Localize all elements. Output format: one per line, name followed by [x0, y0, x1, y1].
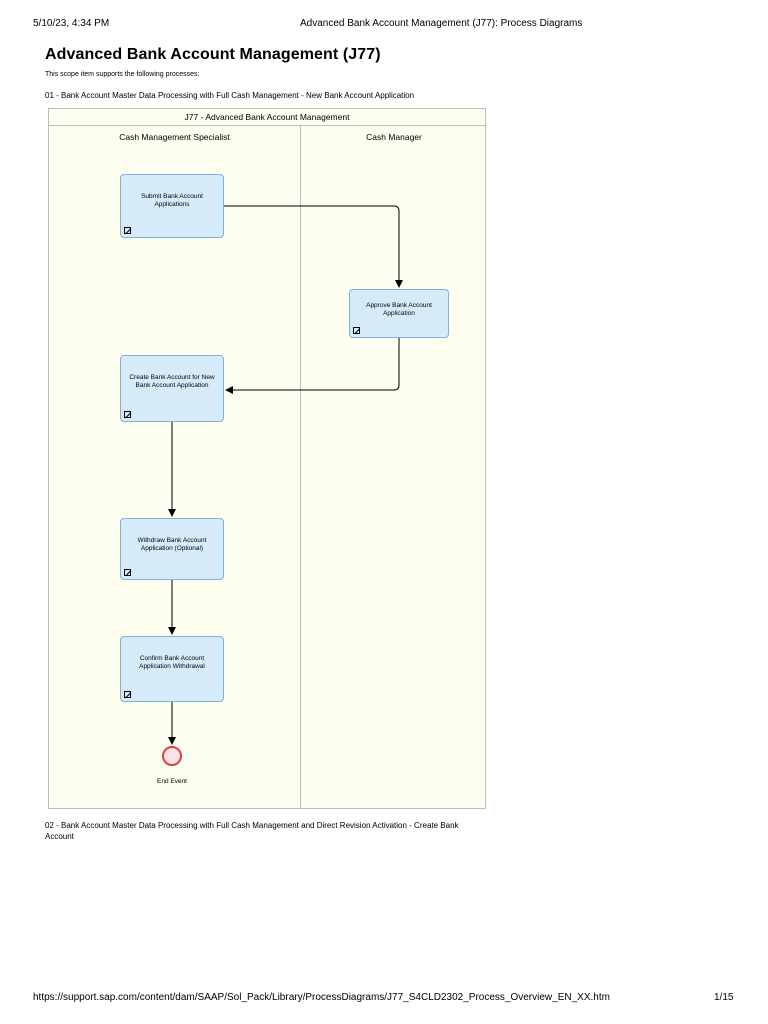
- task-submit-bank-account-applications[interactable]: Submit Bank Account Applications: [120, 174, 224, 238]
- document-title: Advanced Bank Account Management (J77): [45, 46, 381, 63]
- process-1-heading: 01 - Bank Account Master Data Processing…: [45, 91, 415, 100]
- page-url: https://support.sap.com/content/dam/SAAP…: [33, 992, 610, 1003]
- task-create-bank-account[interactable]: Create Bank Account for New Bank Account…: [120, 355, 224, 422]
- lane-divider: [300, 126, 301, 809]
- task-withdraw-bank-account-application[interactable]: Withdraw Bank Account Application (Optio…: [120, 518, 224, 580]
- print-page-title: Advanced Bank Account Management (J77): …: [300, 18, 583, 29]
- process-2-heading: 02 - Bank Account Master Data Processing…: [45, 821, 459, 841]
- task-label: Submit Bank Account Applications: [141, 193, 203, 208]
- end-event-icon[interactable]: [162, 746, 182, 766]
- task-confirm-bank-account-application-withdrawal[interactable]: Confirm Bank Account Application Withdra…: [120, 636, 224, 702]
- task-marker-icon: [124, 691, 131, 698]
- print-datetime: 5/10/23, 4:34 PM: [33, 18, 110, 29]
- task-label: Approve Bank Account Application: [366, 302, 432, 317]
- task-label: Withdraw Bank Account Application (Optio…: [137, 537, 207, 552]
- pool-title: J77 - Advanced Bank Account Management: [49, 109, 485, 126]
- lane-title-cash-management-specialist: Cash Management Specialist: [119, 132, 230, 142]
- task-approve-bank-account-application[interactable]: Approve Bank Account Application: [349, 289, 449, 338]
- task-label: Confirm Bank Account Application Withdra…: [139, 655, 205, 670]
- task-marker-icon: [353, 327, 360, 334]
- task-marker-icon: [124, 411, 131, 418]
- lane-title-cash-manager: Cash Manager: [366, 132, 422, 142]
- task-label: Create Bank Account for New Bank Account…: [129, 374, 215, 389]
- end-event-label: End Event: [157, 778, 187, 785]
- page-number: 1/15: [714, 992, 734, 1003]
- intro-text: This scope item supports the following p…: [45, 71, 200, 78]
- task-marker-icon: [124, 569, 131, 576]
- process-pool: J77 - Advanced Bank Account Management C…: [48, 108, 486, 809]
- task-marker-icon: [124, 227, 131, 234]
